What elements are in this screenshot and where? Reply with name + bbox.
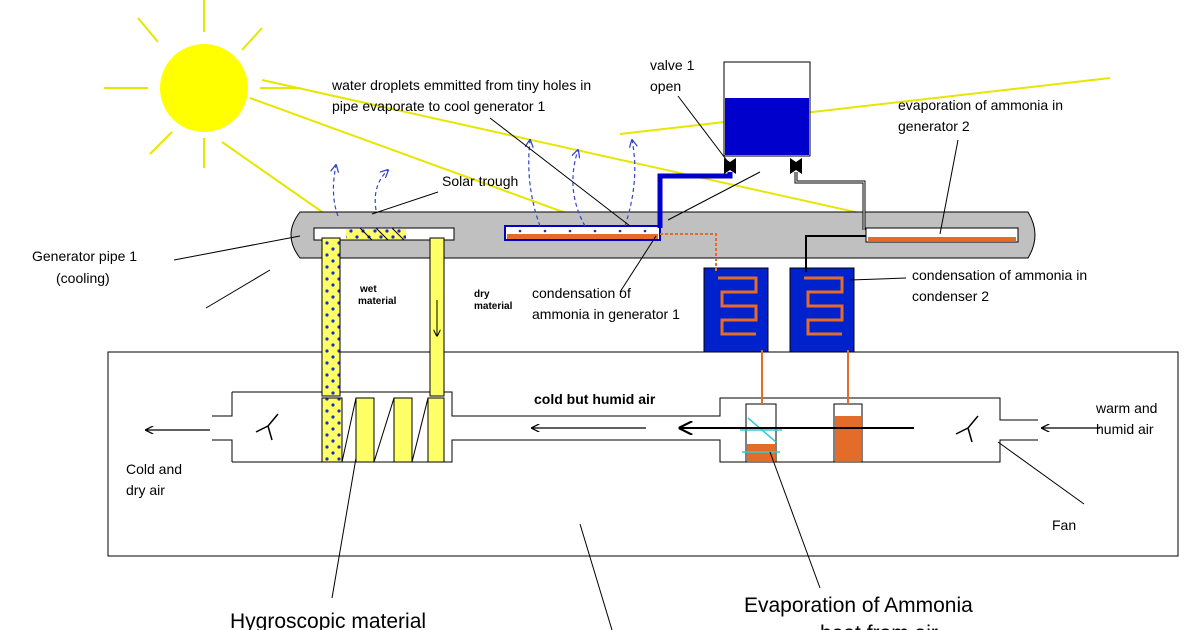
ammonia-pipe-2 [805,235,866,272]
valve-1-icon [724,158,736,174]
airflow-arrows [146,428,1100,430]
label-evap-ammonia: Evaporation of Ammonia [744,594,973,617]
hygroscopic-rotor [321,397,445,463]
label-generator-pipe-1: Generator pipe 1 [32,248,137,264]
label-cold-dry-1: Cold and [126,461,182,477]
label-water-droplets-2: pipe evaporate to cool generator 1 [332,98,545,114]
label-warm-humid-2: humid air [1096,421,1154,437]
label-evap-gen2-2: generator 2 [898,118,970,134]
wet-material-column [321,237,341,397]
generator-1-pipe [504,225,661,241]
label-cold-humid-air: cold but humid air [534,391,656,407]
label-cond-gen1-1: condensation of [532,285,631,301]
label-cooling: (cooling) [56,270,110,286]
label-hygroscopic: Hygroscopic material [230,610,426,630]
sun-icon [104,0,300,168]
evaporation-arrows [333,140,634,227]
evaporator-cup-1 [740,403,782,463]
label-cond-cond2-2: condenser 2 [912,288,989,304]
cooling-pipe [313,227,455,241]
label-fan: Fan [1052,517,1076,533]
label-valve-1-open: open [650,78,681,94]
leader-lines [173,95,1085,630]
fan-icon [255,413,979,443]
label-dry: dry [474,289,490,300]
water-tank [723,61,811,157]
condenser-2 [789,267,855,353]
evaporator-cup-2 [833,403,863,463]
label-water-droplets-1: water droplets emmitted from tiny holes … [331,77,591,93]
label-heat-from-air: heat from air [820,622,938,630]
sun-rays [221,77,1111,233]
valve-2-icon [790,158,802,174]
label-cond-gen1-2: ammonia in generator 1 [532,306,680,322]
label-wet-material: material [358,296,397,307]
label-warm-humid-1: warm and [1095,400,1157,416]
air-duct-housing [107,351,1179,557]
label-cond-cond2-1: condensation of ammonia in [912,267,1087,283]
label-wet: wet [359,284,377,295]
label-cold-dry-2: dry air [126,482,165,498]
water-feed-pipe [657,172,733,228]
label-dry-material: material [474,301,513,312]
ammonia-pipe-1 [660,233,717,272]
dry-material-column [429,237,445,397]
label-solar-trough: Solar trough [442,173,518,189]
condenser-1 [703,267,769,353]
label-valve-1: valve 1 [650,57,695,73]
label-evap-gen2-1: evaporation of ammonia in [898,97,1063,113]
generator-2-pipe [865,227,1019,243]
